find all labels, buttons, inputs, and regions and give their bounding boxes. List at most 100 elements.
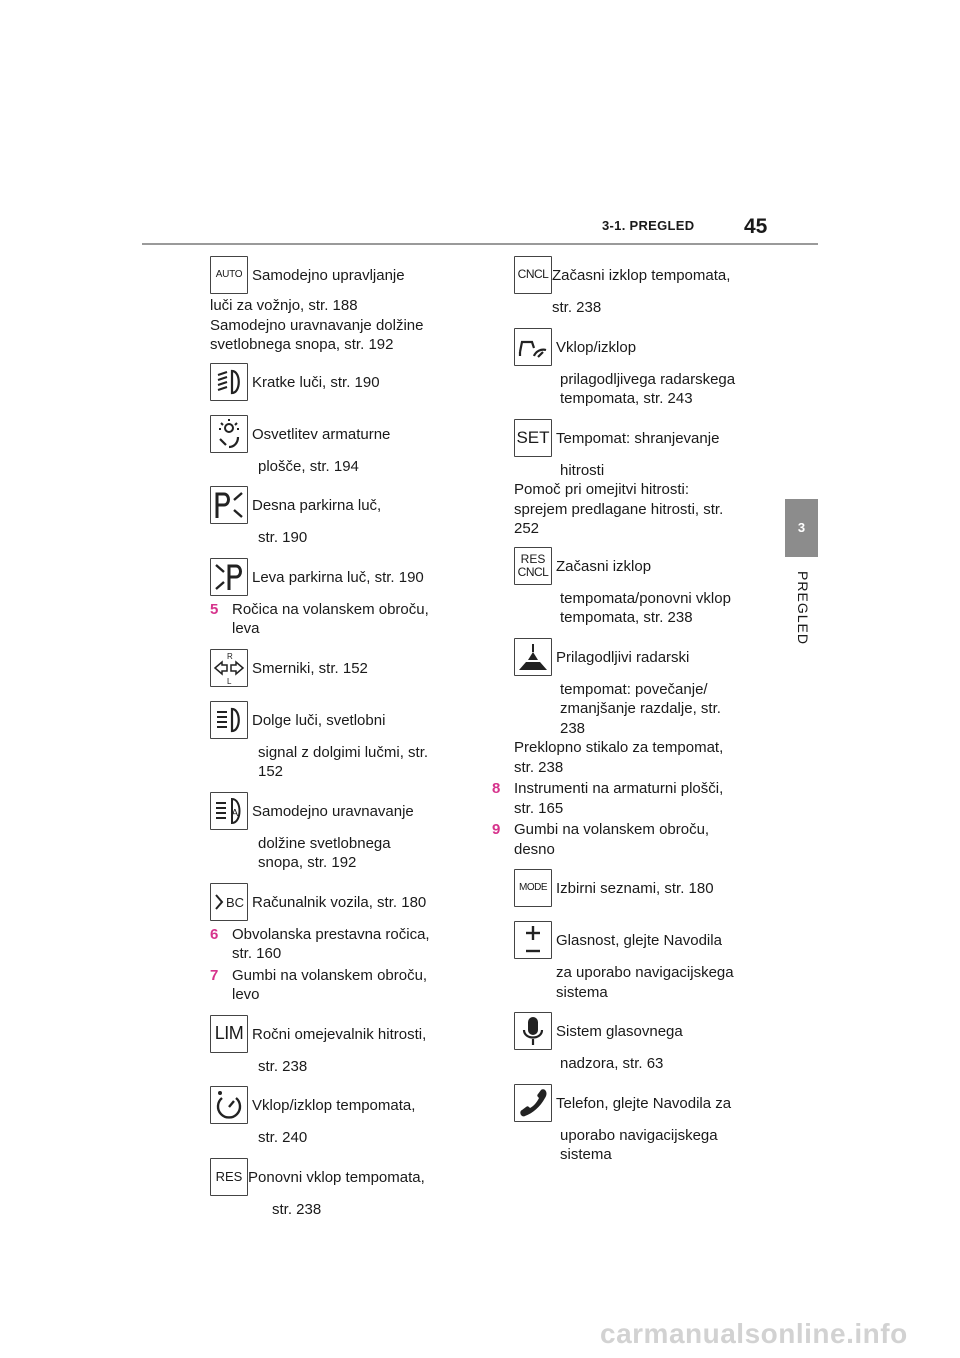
item-text: Obvolanska prestavna ročica, str. 160 bbox=[232, 925, 430, 963]
entry-label: Samodejno upravljanje bbox=[252, 267, 405, 284]
auto-beam-level-icon: A bbox=[210, 791, 248, 830]
item-text: Ročica na volanskem obroču, leva bbox=[232, 600, 429, 638]
entry-label: Desna parkirna luč, bbox=[252, 497, 382, 514]
entry-cont: signal z dolgimi lučmi, str. 152 bbox=[258, 743, 429, 781]
entry-extra: Preklopno stikalo za tempomat, str. 238 bbox=[514, 739, 724, 776]
entry-cont: dolžine svetlobnega snopa, str. 192 bbox=[258, 834, 391, 872]
entry-panel-light: Osvetlitev armaturne bbox=[210, 414, 472, 453]
header-divider bbox=[142, 243, 818, 245]
entry-cont: za uporabo navigacijskega sistema bbox=[556, 964, 734, 1001]
watermark: carmanualsonline.info bbox=[600, 1318, 908, 1349]
entry-right-parking: Desna parkirna luč, bbox=[210, 486, 472, 524]
chapter-tab-label: PREGLED bbox=[795, 571, 811, 645]
entry-label: Kratke luči, str. 190 bbox=[252, 373, 380, 391]
entry-cruise-onoff: Vklop/izklop tempomata, bbox=[210, 1086, 472, 1124]
entry-label: Smerniki, str. 152 bbox=[252, 659, 368, 677]
set-icon: SET bbox=[514, 418, 552, 457]
entry-label: Ponovni vklop tempomata, bbox=[248, 1168, 425, 1186]
entry-cncl: CNCL Začasni izklop tempomata, bbox=[514, 256, 752, 294]
res-icon: RES bbox=[210, 1157, 248, 1196]
entry-label: Telefon, glejte Navodila za bbox=[556, 1094, 732, 1112]
item-number: 5 bbox=[210, 600, 219, 618]
item-number: 6 bbox=[210, 925, 219, 943]
entry-res: RES Ponovni vklop tempomata, bbox=[210, 1157, 472, 1196]
list-item-8: 8 Instrumenti na armaturni plošči, str. … bbox=[492, 779, 752, 818]
high-beam-icon bbox=[210, 700, 248, 739]
entry-cont: str. 238 bbox=[258, 1057, 308, 1075]
entry-cont: tempomata/ponovni vklop tempomata, str. … bbox=[560, 589, 731, 627]
auto-icon: AUTO bbox=[210, 256, 248, 294]
entry-label: Samodejno uravnavanje bbox=[252, 802, 414, 820]
entry-label: Prilagodljivi radarski bbox=[556, 648, 690, 666]
entry-distance: Prilagodljivi radarski bbox=[514, 637, 752, 676]
mode-icon: MODE bbox=[514, 869, 552, 907]
list-item-6: 6 Obvolanska prestavna ročica, str. 160 bbox=[210, 925, 472, 964]
microphone-icon bbox=[514, 1012, 552, 1050]
panel-light-icon bbox=[210, 414, 248, 453]
page-number: 45 bbox=[744, 215, 768, 238]
svg-text:BC: BC bbox=[226, 895, 244, 910]
item-number: 7 bbox=[210, 966, 219, 984]
cncl-icon: CNCL bbox=[514, 256, 552, 294]
item-number: 8 bbox=[492, 780, 501, 797]
chapter-tab: 3 bbox=[785, 499, 818, 557]
entry-cont: plošče, str. 194 bbox=[258, 457, 359, 475]
entry-label: Računalnik vozila, str. 180 bbox=[252, 893, 427, 911]
entry-bc: BC Računalnik vozila, str. 180 bbox=[210, 882, 472, 921]
entry-label: Izbirni seznami, str. 180 bbox=[556, 880, 714, 897]
entry-cont: str. 190 bbox=[258, 529, 308, 546]
radar-cruise-icon bbox=[514, 327, 552, 366]
svg-text:A: A bbox=[232, 808, 239, 819]
entry-acc-onoff: Vklop/izklop bbox=[514, 327, 752, 366]
item-number: 9 bbox=[492, 821, 501, 838]
svg-text:R: R bbox=[227, 652, 233, 661]
entry-mode: MODE Izbirni seznami, str. 180 bbox=[514, 869, 752, 907]
list-item-5: 5 Ročica na volanskem obroču, leva bbox=[210, 600, 472, 639]
entry-cont: nadzora, str. 63 bbox=[560, 1055, 664, 1072]
left-column: AUTO Samodejno upravljanje luči za vožnj… bbox=[210, 256, 472, 1229]
entry-cont: uporabo navigacijskega sistema bbox=[560, 1126, 718, 1164]
entry-cont: str. 238 bbox=[272, 1200, 322, 1218]
entry-cont: hitrosti bbox=[560, 461, 605, 479]
entry-cont: str. 240 bbox=[258, 1129, 308, 1146]
entry-set: SET Tempomat: shranjevanje bbox=[514, 418, 752, 457]
entry-low-beam: Kratke luči, str. 190 bbox=[210, 362, 472, 401]
res-cncl-icon: RES CNCL bbox=[514, 546, 552, 585]
item-text: Gumbi na volanskem obroču, desno bbox=[514, 821, 710, 858]
svg-text:L: L bbox=[227, 677, 232, 685]
entry-label: Osvetlitev armaturne bbox=[252, 425, 391, 443]
entry-label: Vklop/izklop tempomata, bbox=[252, 1097, 416, 1114]
entry-cont: tempomat: povečanje/ zmanjšanje razdalje… bbox=[560, 680, 721, 737]
entry-res-cncl: RES CNCL Začasni izklop bbox=[514, 546, 752, 585]
list-item-7: 7 Gumbi na volanskem obroču, levo bbox=[210, 966, 472, 1005]
entry-left-parking: Leva parkirna luč, str. 190 bbox=[210, 557, 472, 596]
entry-label: Tempomat: shranjevanje bbox=[556, 429, 720, 447]
entry-label: Glasnost, glejte Navodila bbox=[556, 932, 722, 949]
entry-lim: LIM Ročni omejevalnik hitrosti, bbox=[210, 1014, 472, 1053]
cruise-control-icon bbox=[210, 1086, 248, 1124]
entry-voice: Sistem glasovnega bbox=[514, 1012, 752, 1050]
lim-icon: LIM bbox=[210, 1014, 248, 1053]
entry-label: Dolge luči, svetlobni bbox=[252, 711, 386, 729]
left-parking-light-icon bbox=[210, 557, 248, 596]
entry-label: Začasni izklop tempomata, bbox=[552, 267, 731, 284]
entry-label: Vklop/izklop bbox=[556, 338, 637, 356]
bc-icon: BC bbox=[210, 882, 248, 921]
entry-label: Leva parkirna luč, str. 190 bbox=[252, 568, 424, 586]
entry-label: Ročni omejevalnik hitrosti, bbox=[252, 1025, 427, 1043]
entry-high-beam: Dolge luči, svetlobni bbox=[210, 700, 472, 739]
phone-icon bbox=[514, 1083, 552, 1122]
right-column: CNCL Začasni izklop tempomata, str. 238 … bbox=[490, 256, 752, 1175]
item-text: Gumbi na volanskem obroču, levo bbox=[232, 966, 428, 1004]
entry-extra: Samodejno uravnavanje dolžine svetlobneg… bbox=[210, 316, 424, 354]
entry-cont: str. 238 bbox=[552, 299, 602, 316]
distance-icon bbox=[514, 637, 552, 676]
entry-volume: Glasnost, glejte Navodila bbox=[514, 921, 752, 959]
section-title: 3-1. PREGLED bbox=[602, 218, 695, 233]
right-parking-light-icon bbox=[210, 486, 248, 524]
entry-cont: prilagodljivega radarskega tempomata, st… bbox=[560, 370, 736, 408]
entry-cont: luči za vožnjo, str. 188 bbox=[210, 297, 358, 314]
entry-auto-level: A Samodejno uravnavanje bbox=[210, 791, 472, 830]
